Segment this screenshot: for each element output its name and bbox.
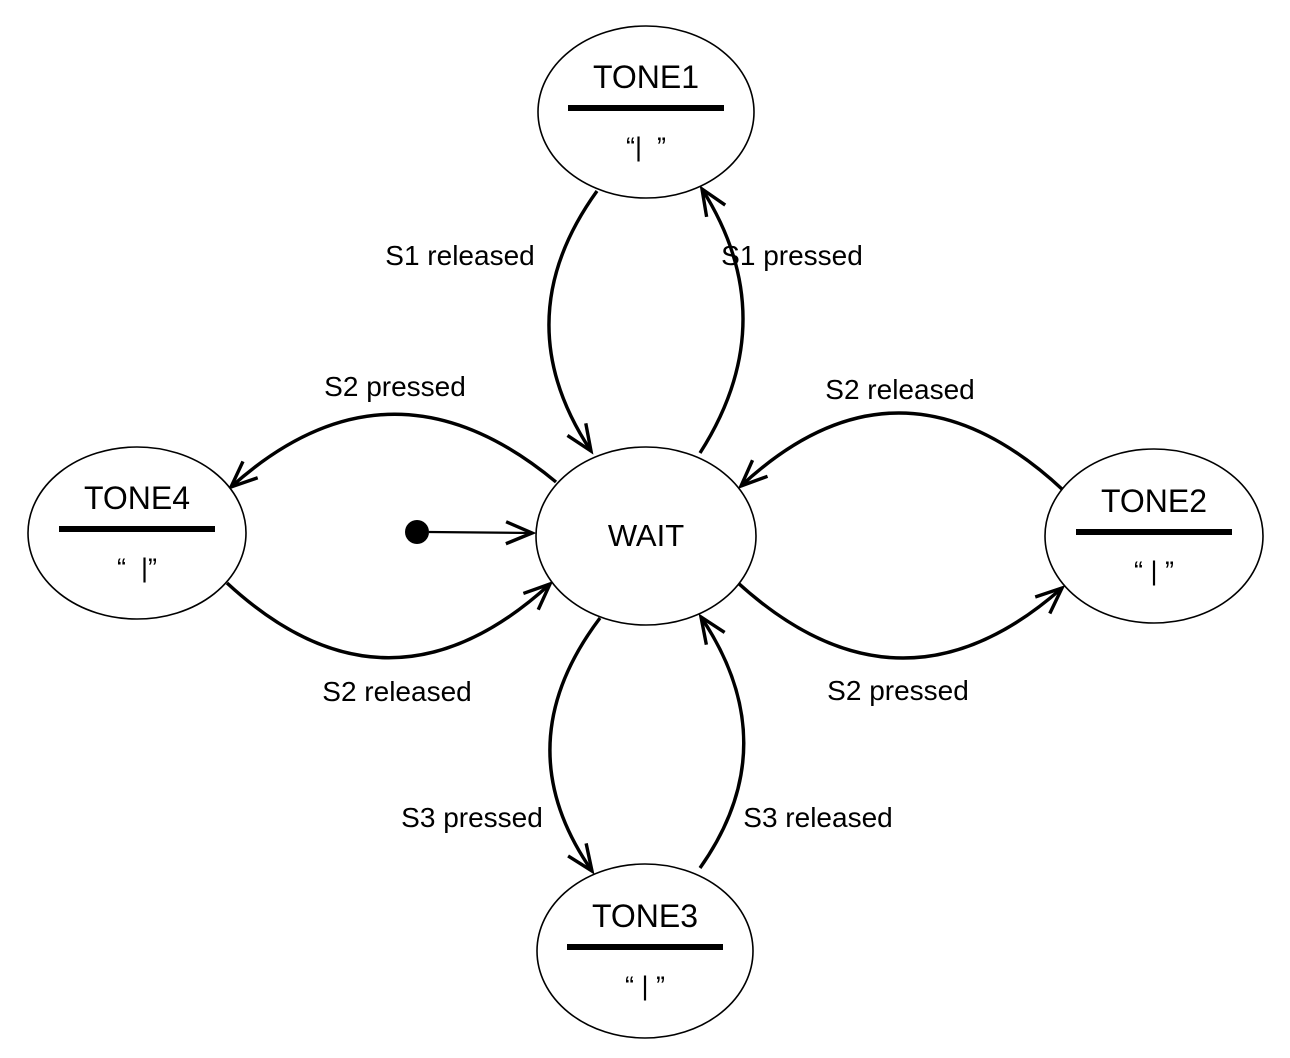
- initial-transition-arrow: [428, 532, 532, 533]
- state-tone1-name: TONE1: [593, 59, 699, 95]
- transition-labels-layer: S1 released S1 pressed S2 pressed S2 rel…: [322, 240, 974, 833]
- state-tone2-divider: [1076, 529, 1232, 535]
- state-tone3-ellipse: [536, 863, 754, 1039]
- state-tone4-divider: [59, 526, 215, 532]
- transition-label-s2-pressed-right: S2 pressed: [827, 675, 969, 706]
- transition-wait-to-tone3-path: [548, 616, 602, 871]
- state-wait: WAIT: [535, 446, 757, 626]
- transition-tone4-to-wait-path: [225, 583, 550, 660]
- initial-state-dot: [405, 520, 429, 544]
- transition-tone2-to-wait-path: [741, 411, 1065, 492]
- state-tone3-divider: [567, 944, 723, 950]
- transition-wait-to-tone4-path: [231, 412, 558, 487]
- transition-label-s1-pressed: S1 pressed: [721, 240, 863, 271]
- transition-label-s2-pressed-left: S2 pressed: [324, 371, 466, 402]
- state-tone3-action: “ | ”: [625, 971, 665, 1001]
- state-wait-name: WAIT: [608, 518, 684, 553]
- state-tone3: TONE3 “ | ”: [536, 863, 754, 1039]
- state-tone4-action: “ |”: [117, 553, 157, 583]
- state-tone1: TONE1 “| ”: [537, 25, 755, 199]
- transition-wait-to-tone1-path: [698, 189, 745, 454]
- state-tone2-ellipse: [1044, 448, 1264, 624]
- transition-tone3-to-wait-path: [700, 617, 746, 869]
- state-tone4-ellipse: [27, 446, 247, 620]
- state-tone1-ellipse: [537, 25, 755, 199]
- transition-label-s2-released-right: S2 released: [825, 374, 974, 405]
- state-tone1-divider: [568, 105, 724, 111]
- transitions-layer: [225, 189, 1065, 871]
- state-tone4: TONE4 “ |”: [27, 446, 247, 620]
- state-tone2-action: “ | ”: [1134, 556, 1174, 586]
- state-tone2-name: TONE2: [1101, 483, 1207, 519]
- state-wait-ellipse: [535, 446, 757, 626]
- transition-wait-to-tone2-path: [735, 580, 1062, 660]
- state-tone4-name: TONE4: [84, 480, 190, 516]
- state-tone1-action: “| ”: [626, 132, 666, 162]
- transition-label-s1-released: S1 released: [385, 240, 534, 271]
- state-tone3-name: TONE3: [592, 898, 698, 934]
- state-tone2: TONE2 “ | ”: [1044, 448, 1264, 624]
- transition-label-s2-released-left: S2 released: [322, 676, 471, 707]
- initial-state: [405, 520, 532, 544]
- transition-label-s3-pressed: S3 pressed: [401, 802, 543, 833]
- transition-label-s3-released: S3 released: [743, 802, 892, 833]
- transition-tone1-to-wait-path: [547, 190, 599, 451]
